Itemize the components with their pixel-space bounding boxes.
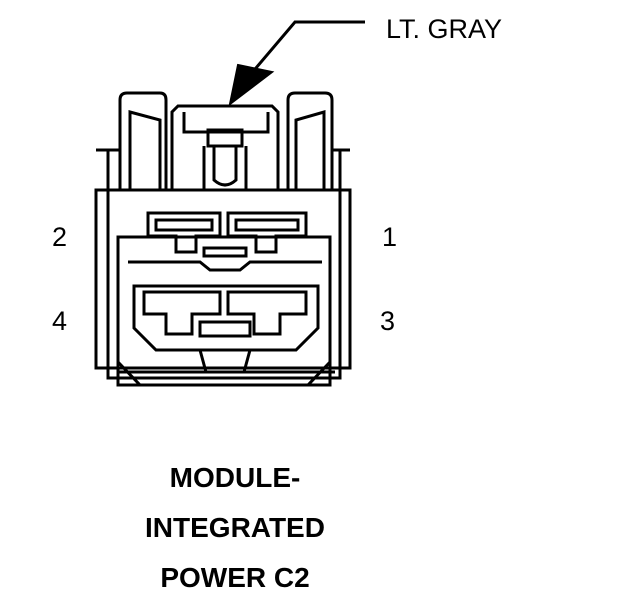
connector-title-line-2: INTEGRATED: [145, 512, 325, 543]
pin-label-2: 2: [52, 222, 67, 252]
pin-label-1: 1: [382, 222, 397, 252]
pin-label-3: 3: [380, 306, 395, 336]
pin-label-4: 4: [52, 306, 67, 336]
wire-color-label: LT. GRAY: [386, 14, 502, 44]
connector-title-line-1: MODULE-: [169, 462, 301, 493]
terminal-row-lower: [132, 284, 320, 373]
connector-title-line-3: POWER C2: [160, 562, 310, 593]
color-leader-arrow: [228, 20, 365, 107]
terminal-row-upper: [146, 211, 308, 258]
connector-housing: [94, 188, 352, 387]
connector-latch: [96, 91, 350, 190]
row-divider: [128, 260, 322, 272]
